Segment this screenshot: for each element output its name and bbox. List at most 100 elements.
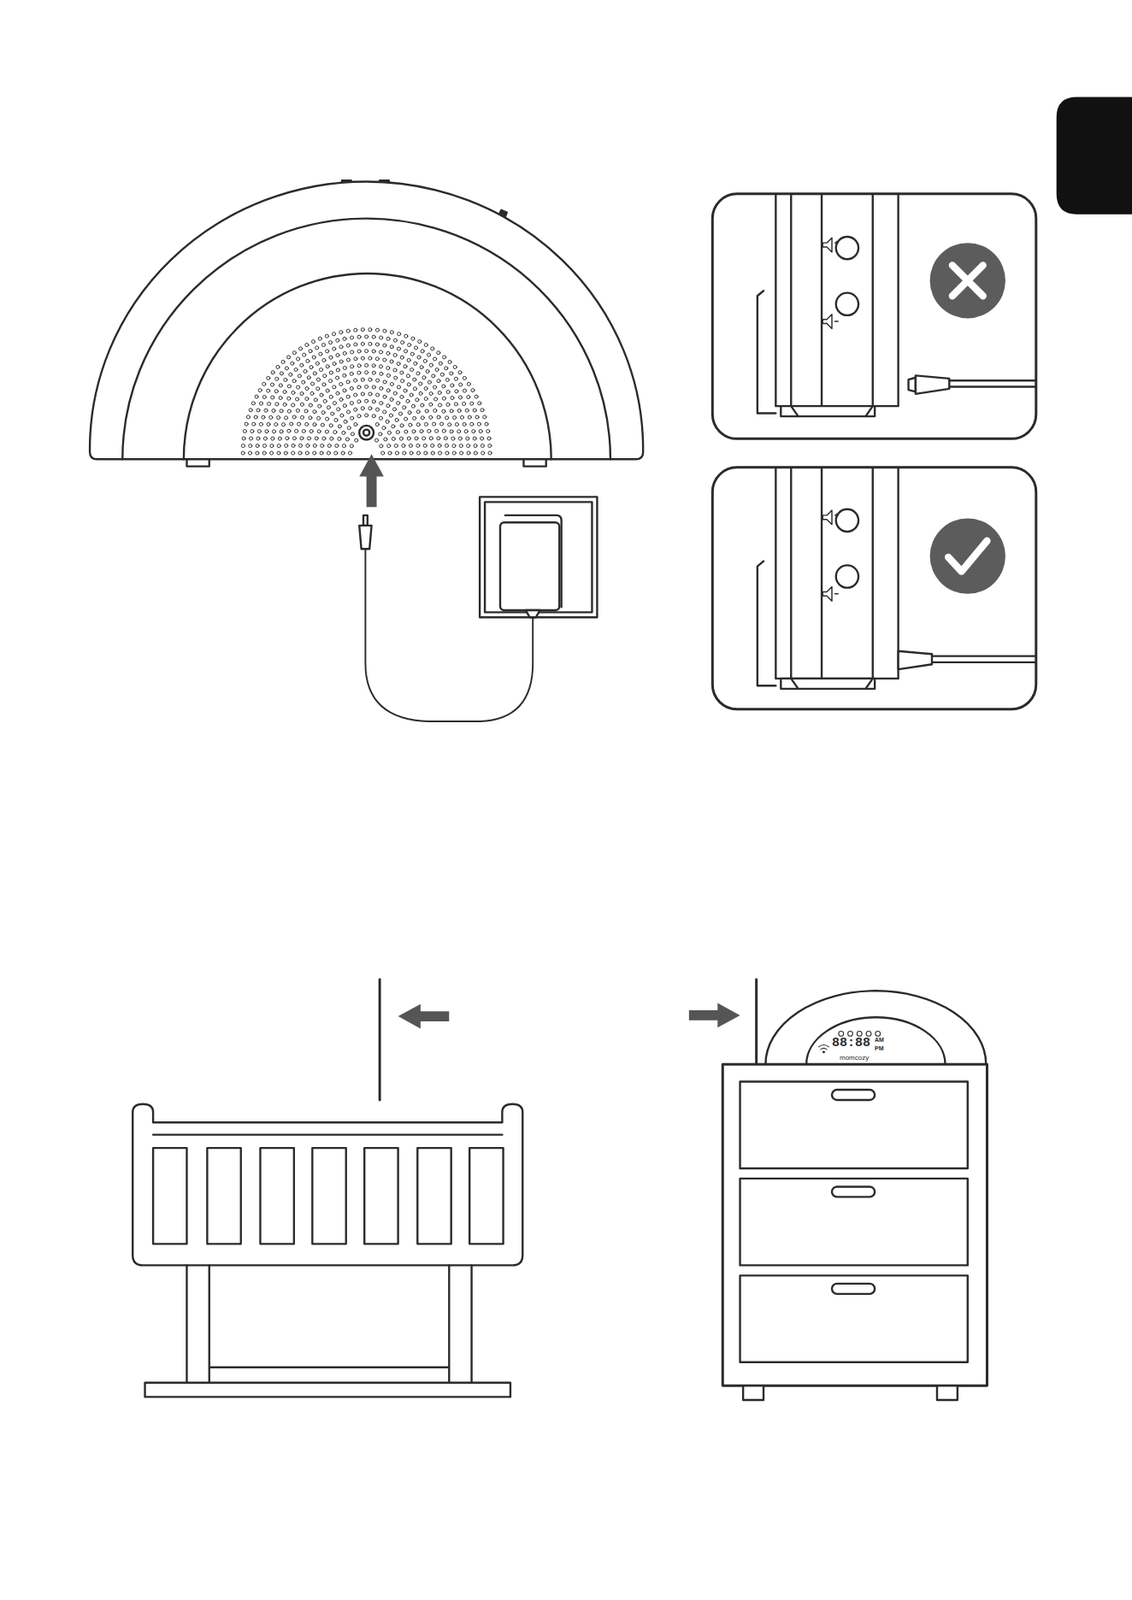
grille-hole bbox=[424, 451, 428, 455]
grille-hole bbox=[262, 444, 266, 449]
grille-hole bbox=[472, 408, 477, 413]
grille-hole bbox=[337, 436, 342, 441]
grille-hole bbox=[379, 336, 384, 340]
grille-hole bbox=[442, 396, 446, 401]
grille-hole bbox=[297, 374, 301, 378]
grille-hole bbox=[462, 389, 466, 393]
grille-hole bbox=[452, 451, 456, 455]
grille-hole bbox=[371, 371, 376, 375]
grille-hole bbox=[283, 451, 288, 455]
grille-hole bbox=[294, 367, 298, 372]
grille-hole bbox=[438, 403, 443, 407]
grille-hole bbox=[325, 389, 330, 393]
grille-hole bbox=[442, 409, 446, 413]
grille-hole bbox=[291, 403, 295, 407]
grille-hole bbox=[400, 395, 404, 399]
grille-hole bbox=[318, 336, 322, 341]
grille-hole bbox=[371, 414, 376, 419]
grille-hole bbox=[440, 422, 444, 426]
grille-hole bbox=[292, 379, 296, 384]
grille-hole bbox=[278, 383, 283, 388]
grille-hole bbox=[442, 355, 447, 360]
grille-hole bbox=[449, 430, 454, 434]
grille-hole bbox=[319, 451, 324, 455]
grille-hole bbox=[306, 376, 311, 380]
grille-hole bbox=[253, 415, 258, 419]
grille-hole bbox=[442, 429, 446, 433]
grille-hole bbox=[277, 436, 282, 441]
grille-hole bbox=[478, 430, 483, 434]
grille-hole bbox=[353, 378, 358, 383]
grille-hole bbox=[322, 358, 326, 362]
grille-hole bbox=[382, 426, 386, 431]
grille-hole bbox=[342, 373, 347, 378]
grille-hole bbox=[269, 415, 273, 419]
grille-hole bbox=[308, 403, 313, 407]
grille-hole bbox=[337, 424, 342, 429]
grille-hole bbox=[339, 397, 343, 401]
grille-hole bbox=[365, 413, 369, 418]
grille-hole bbox=[374, 438, 378, 443]
grille-hole bbox=[256, 408, 260, 413]
grille-hole bbox=[332, 347, 337, 351]
grille-hole bbox=[433, 408, 437, 413]
grille-hole bbox=[400, 424, 404, 428]
grille-hole bbox=[410, 368, 414, 372]
grille-hole bbox=[262, 382, 266, 386]
grille-hole bbox=[429, 415, 433, 419]
grille-hole bbox=[375, 357, 379, 361]
grille-hole bbox=[412, 430, 416, 434]
grille-hole bbox=[445, 416, 449, 420]
grille-hole bbox=[383, 329, 387, 333]
grille-hole bbox=[313, 398, 318, 402]
grille-hole bbox=[438, 451, 443, 455]
grille-hole bbox=[329, 355, 333, 360]
grille-hole bbox=[320, 423, 325, 427]
grille-hole bbox=[251, 401, 255, 406]
grille-hole bbox=[379, 401, 384, 406]
grille-hole bbox=[334, 451, 338, 455]
grille-hole bbox=[434, 397, 438, 401]
grille-hole bbox=[312, 423, 317, 427]
grille-hole bbox=[357, 364, 361, 368]
grille-hole bbox=[457, 430, 461, 434]
grille-hole bbox=[357, 385, 361, 390]
grille-hole bbox=[404, 430, 408, 434]
grille-hole bbox=[402, 406, 407, 410]
grille-hole bbox=[296, 385, 301, 390]
grille-hole bbox=[340, 413, 344, 418]
grille-hole bbox=[420, 416, 425, 420]
device-front bbox=[89, 180, 643, 466]
grille-hole bbox=[325, 349, 330, 354]
grille-hole bbox=[317, 430, 321, 434]
grille-hole bbox=[318, 352, 323, 356]
grille-hole bbox=[323, 374, 327, 378]
grille-hole bbox=[371, 335, 376, 339]
grille-hole bbox=[297, 422, 301, 426]
grille-hole bbox=[488, 443, 492, 448]
grille-hole bbox=[402, 451, 407, 455]
grille-hole bbox=[335, 376, 339, 380]
grille-hole bbox=[312, 410, 317, 414]
grille-hole bbox=[312, 451, 317, 455]
grille-hole bbox=[386, 389, 390, 393]
grille-hole bbox=[389, 413, 393, 418]
grille-hole bbox=[412, 387, 417, 391]
grille-hole bbox=[376, 378, 380, 383]
language-tab bbox=[1056, 96, 1132, 214]
grille-hole bbox=[450, 383, 454, 388]
grille-hole bbox=[279, 430, 283, 434]
pm-indicator: PM bbox=[874, 1045, 885, 1052]
grille-hole bbox=[466, 395, 471, 399]
grille-hole bbox=[371, 400, 376, 404]
grille-hole bbox=[424, 397, 428, 401]
grille-hole bbox=[383, 410, 387, 414]
grille-hole bbox=[419, 365, 424, 370]
grille-hole bbox=[424, 409, 429, 413]
grille-hole bbox=[347, 426, 351, 431]
grille-hole bbox=[329, 379, 333, 384]
grille-hole bbox=[300, 415, 304, 419]
grille-hole bbox=[379, 386, 384, 390]
grille-hole bbox=[403, 349, 407, 354]
